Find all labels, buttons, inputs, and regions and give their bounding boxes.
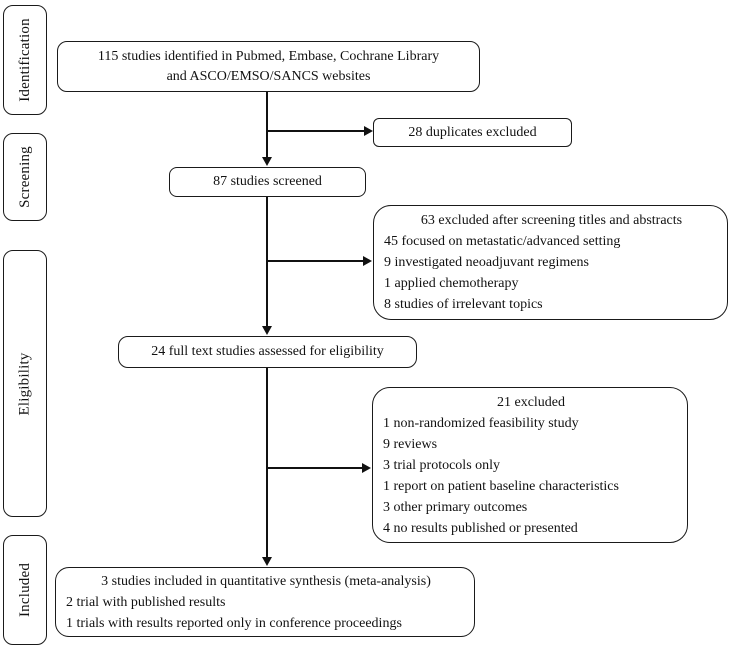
full-text-excluded-item: 3 other primary outcomes bbox=[383, 500, 528, 515]
stage-eligibility-box: Eligibility bbox=[3, 250, 47, 517]
connector-to-duplicates-arrowhead bbox=[364, 126, 373, 136]
included-synthesis-item: 1 trials with results reported only in c… bbox=[66, 616, 402, 631]
screening-excluded-item: 1 applied chemotherapy bbox=[384, 276, 519, 291]
screening-excluded-item: 9 investigated neoadjuvant regimens bbox=[384, 255, 589, 270]
connector-to-duplicates-line bbox=[267, 130, 364, 132]
screening-excluded-item: 8 studies of irrelevant topics bbox=[384, 297, 543, 312]
connector-identified-to-screened-line bbox=[266, 92, 268, 157]
full-text-excluded-item: 1 report on patient baseline characteris… bbox=[383, 479, 619, 494]
full-text-assessed-box: 24 full text studies assessed for eligib… bbox=[118, 336, 417, 368]
full-text-excluded-item: 3 trial protocols only bbox=[383, 458, 501, 473]
stage-screening-box: Screening bbox=[3, 133, 47, 221]
full-text-excluded-box: 21 excluded 1 non-randomized feasibility… bbox=[372, 387, 688, 543]
screening-excluded-item: 45 focused on metastatic/advanced settin… bbox=[384, 234, 621, 249]
screening-excluded-title: 63 excluded after screening titles and a… bbox=[420, 213, 683, 228]
connector-to-screening-excluded-arrowhead bbox=[363, 256, 372, 266]
full-text-excluded-item: 4 no results published or presented bbox=[383, 521, 578, 536]
identified-line2: and ASCO/EMSO/SANCS websites bbox=[166, 68, 371, 84]
included-synthesis-box: 3 studies included in quantitative synth… bbox=[55, 567, 475, 637]
stage-screening-label: Screening bbox=[17, 146, 33, 208]
stage-included-label: Included bbox=[17, 562, 34, 618]
identified-box: 115 studies identified in Pubmed, Embase… bbox=[57, 41, 480, 92]
stage-eligibility-label: Eligibility bbox=[17, 351, 34, 416]
connector-identified-to-screened-arrowhead bbox=[262, 157, 272, 166]
full-text-excluded-item: 1 non-randomized feasibility study bbox=[383, 416, 579, 431]
connector-fulltext-to-included-arrowhead bbox=[262, 557, 272, 566]
stage-included-box: Included bbox=[3, 535, 47, 645]
full-text-excluded-title: 21 excluded bbox=[496, 395, 566, 410]
connector-fulltext-to-included-line bbox=[266, 368, 268, 557]
full-text-assessed-text: 24 full text studies assessed for eligib… bbox=[151, 344, 384, 359]
identified-line1: 115 studies identified in Pubmed, Embase… bbox=[97, 48, 440, 64]
stage-identification-label: Identification bbox=[17, 18, 34, 102]
included-synthesis-item: 2 trial with published results bbox=[66, 595, 226, 610]
connector-screened-to-fulltext-arrowhead bbox=[262, 326, 272, 335]
screening-excluded-box: 63 excluded after screening titles and a… bbox=[373, 205, 728, 320]
stage-identification-box: Identification bbox=[3, 5, 47, 115]
connector-to-fulltext-excluded-line bbox=[267, 467, 362, 469]
connector-to-screening-excluded-line bbox=[267, 260, 363, 262]
duplicates-excluded-box: 28 duplicates excluded bbox=[373, 118, 572, 147]
duplicates-excluded-text: 28 duplicates excluded bbox=[408, 124, 537, 140]
full-text-excluded-item: 9 reviews bbox=[383, 437, 438, 452]
included-synthesis-title: 3 studies included in quantitative synth… bbox=[101, 574, 431, 589]
screened-text: 87 studies screened bbox=[213, 174, 322, 189]
connector-to-fulltext-excluded-arrowhead bbox=[362, 463, 371, 473]
screened-box: 87 studies screened bbox=[169, 167, 366, 197]
